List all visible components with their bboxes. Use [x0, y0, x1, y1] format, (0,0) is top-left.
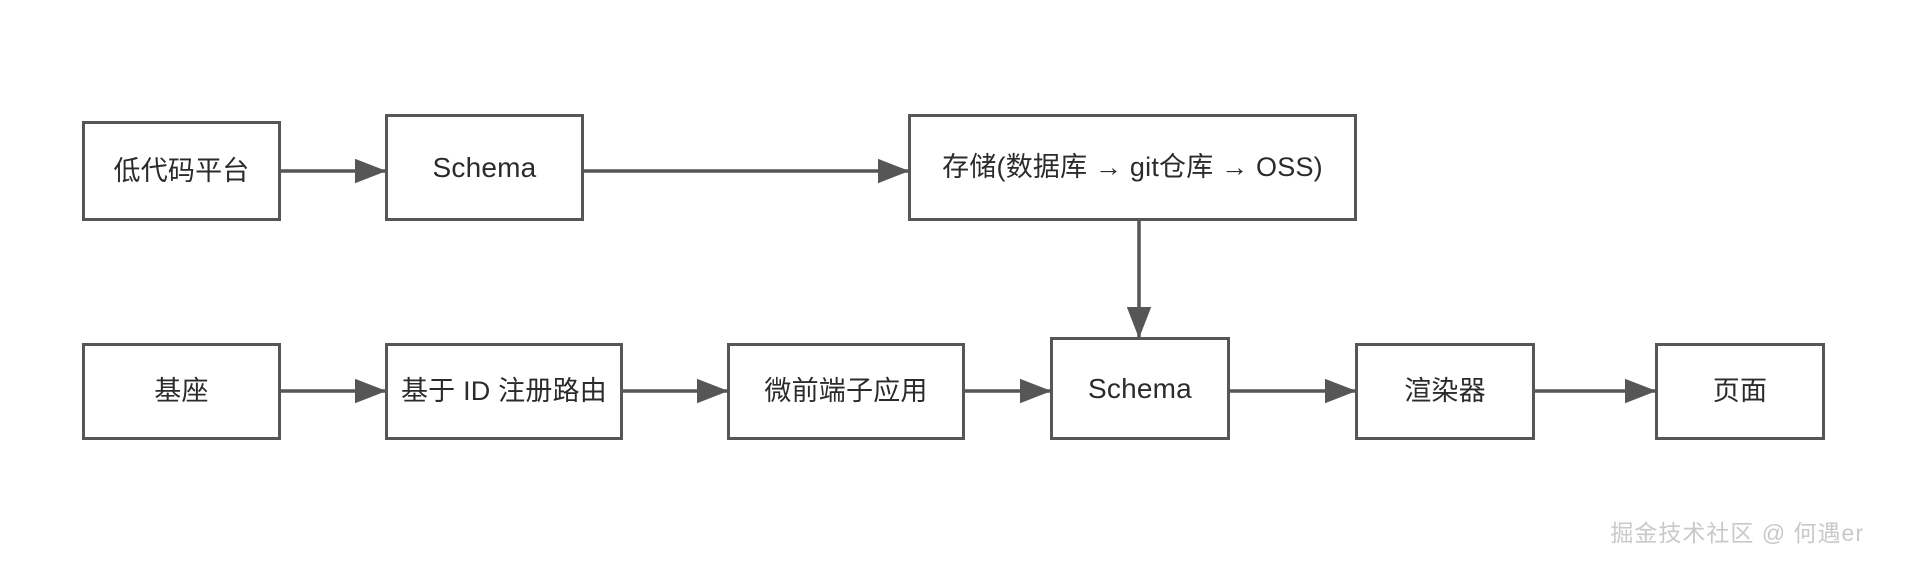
node-micro-frontend[interactable]: 微前端子应用	[727, 343, 965, 440]
node-label-id-route: 基于 ID 注册路由	[400, 376, 607, 407]
node-id-route[interactable]: 基于 ID 注册路由	[385, 343, 623, 440]
node-label-micro-frontend: 微前端子应用	[764, 376, 928, 407]
node-label-low-code-platform: 低代码平台	[113, 155, 250, 186]
node-low-code-platform[interactable]: 低代码平台	[82, 121, 281, 221]
node-label-renderer: 渲染器	[1404, 376, 1486, 407]
node-label-page: 页面	[1712, 376, 1768, 407]
node-base-shell[interactable]: 基座	[82, 343, 281, 440]
node-label-schema-top: Schema	[432, 151, 537, 183]
node-schema-top[interactable]: Schema	[385, 114, 584, 221]
watermark: 掘金技术社区 @ 何遇er	[1610, 520, 1864, 546]
node-page[interactable]: 页面	[1655, 343, 1825, 440]
node-renderer[interactable]: 渲染器	[1355, 343, 1535, 440]
node-label-storage: 存储(数据库 → git仓库 → OSS)	[942, 152, 1323, 183]
node-storage[interactable]: 存储(数据库 → git仓库 → OSS)	[908, 114, 1357, 221]
node-schema-bottom[interactable]: Schema	[1050, 337, 1230, 440]
node-label-schema-bottom: Schema	[1088, 372, 1192, 404]
node-label-base-shell: 基座	[154, 376, 209, 407]
